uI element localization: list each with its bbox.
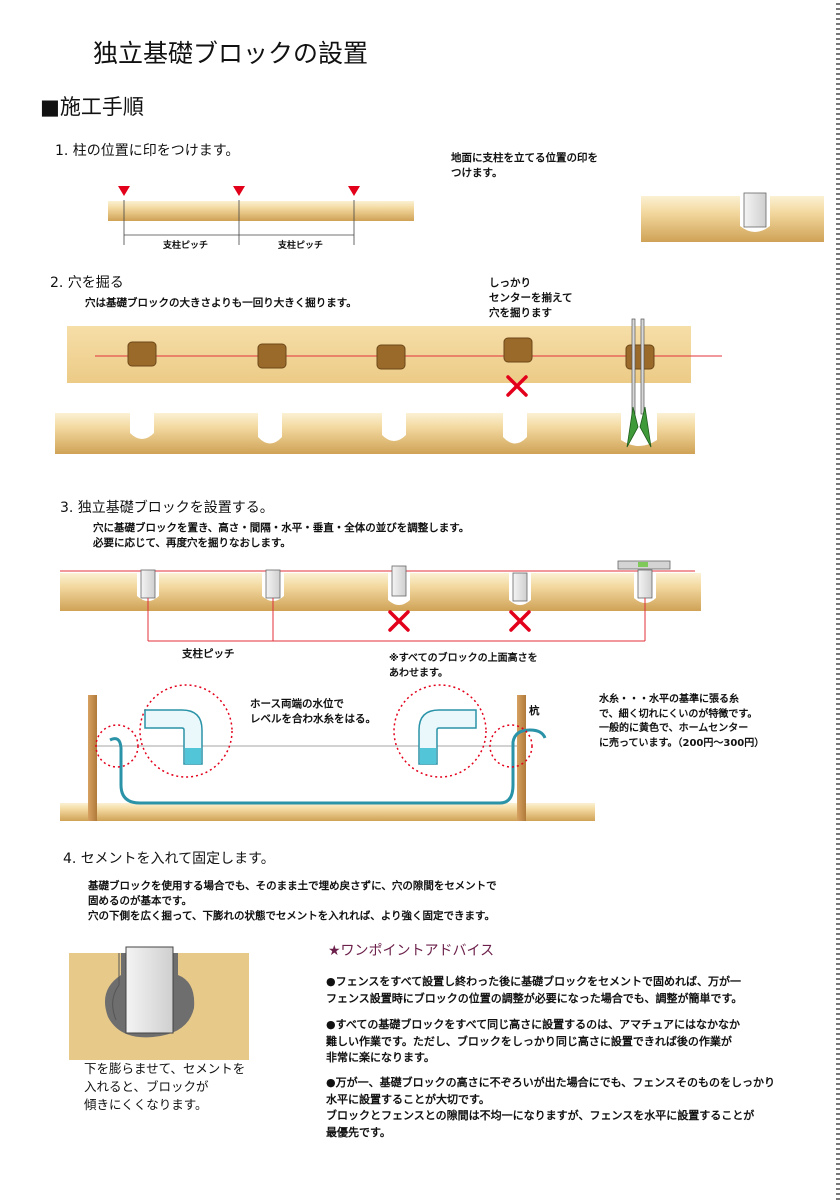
step3-note: ※すべてのブロックの上面高さを あわせます。 [389,653,538,679]
page-edge-perforation [836,0,840,1200]
stake-label: 杭 [529,705,540,717]
hose-note: ホース両端の水位で レベルを合わ水糸をはる。 [250,698,376,726]
level-tool-icon [617,560,671,570]
step4-desc: 基礎ブロックを使用する場合でも、そのまま土で埋め戻さずに、穴の隙間をセメントで … [88,880,497,923]
step2-desc: 穴は基礎ブロックの大きさよりも一回り大きく掘ります。 [85,297,357,309]
pitch-label: 支柱ピッチ [278,241,324,251]
step3-desc: 穴に基礎ブロックを置き、高さ・間隔・水平・垂直・全体の並びを調整します。 必要に… [93,522,470,550]
position-mark-icon [348,186,360,196]
step1-ground-diagram [108,186,414,245]
step2-section-diagram [55,318,695,454]
step3-block-diagram [60,560,701,642]
cement-section-diagram [69,946,249,1060]
advice-heading: ★ワンポイントアドバイス [328,943,495,959]
step2-note: しっかり センターを揃えて 穴を掘ります [489,277,573,320]
advice-paragraph-3: ●万が一、基礎ブロックの高さに不ぞろいが出た場合にでも、フェンスそのものをしっか… [326,1076,776,1139]
water-level-diagram [60,684,595,821]
string-note: 水糸・・・水平の基準に張る糸 で、細く切れにくいのが特徴です。 一般的に黄色で、… [599,694,765,749]
advice-paragraph-1: ●フェンスをすべて設置し終わった後に基礎ブロックをセメントで固めれば、万が一 フ… [326,975,743,1005]
step3-heading: 3. 独立基礎ブロックを設置する。 [60,500,274,516]
step3-pitch-label: 支柱ピッチ [182,648,235,660]
step4-heading: 4. セメントを入れて固定します。 [63,851,275,867]
step2-heading: 2. 穴を掘る [50,275,124,291]
page-title: 独立基礎ブロックの設置 [93,39,369,68]
pitch-label: 支柱ピッチ [163,241,209,251]
step2-top-diagram [67,326,722,397]
section-heading: ■施工手順 [40,95,144,119]
wrong-cross-icon [388,610,410,632]
position-mark-icon [233,186,245,196]
step1-side-diagram [641,192,824,242]
cement-caption: 下を膨らませて、セメントを 入れると、ブロックが 傾きにくくなります。 [84,1061,246,1113]
position-mark-icon [118,186,130,196]
step1-note: 地面に支柱を立てる位置の印を つけます。 [451,152,598,180]
advice-paragraph-2: ●すべての基礎ブロックをすべて同じ高さに設置するのは、アマチュアにはなかなか 難… [326,1018,740,1064]
wrong-cross-icon [506,375,528,397]
wrong-cross-icon [509,610,531,632]
post-hole-digger-icon [626,318,652,448]
step1-heading: 1. 柱の位置に印をつけます。 [55,143,240,159]
